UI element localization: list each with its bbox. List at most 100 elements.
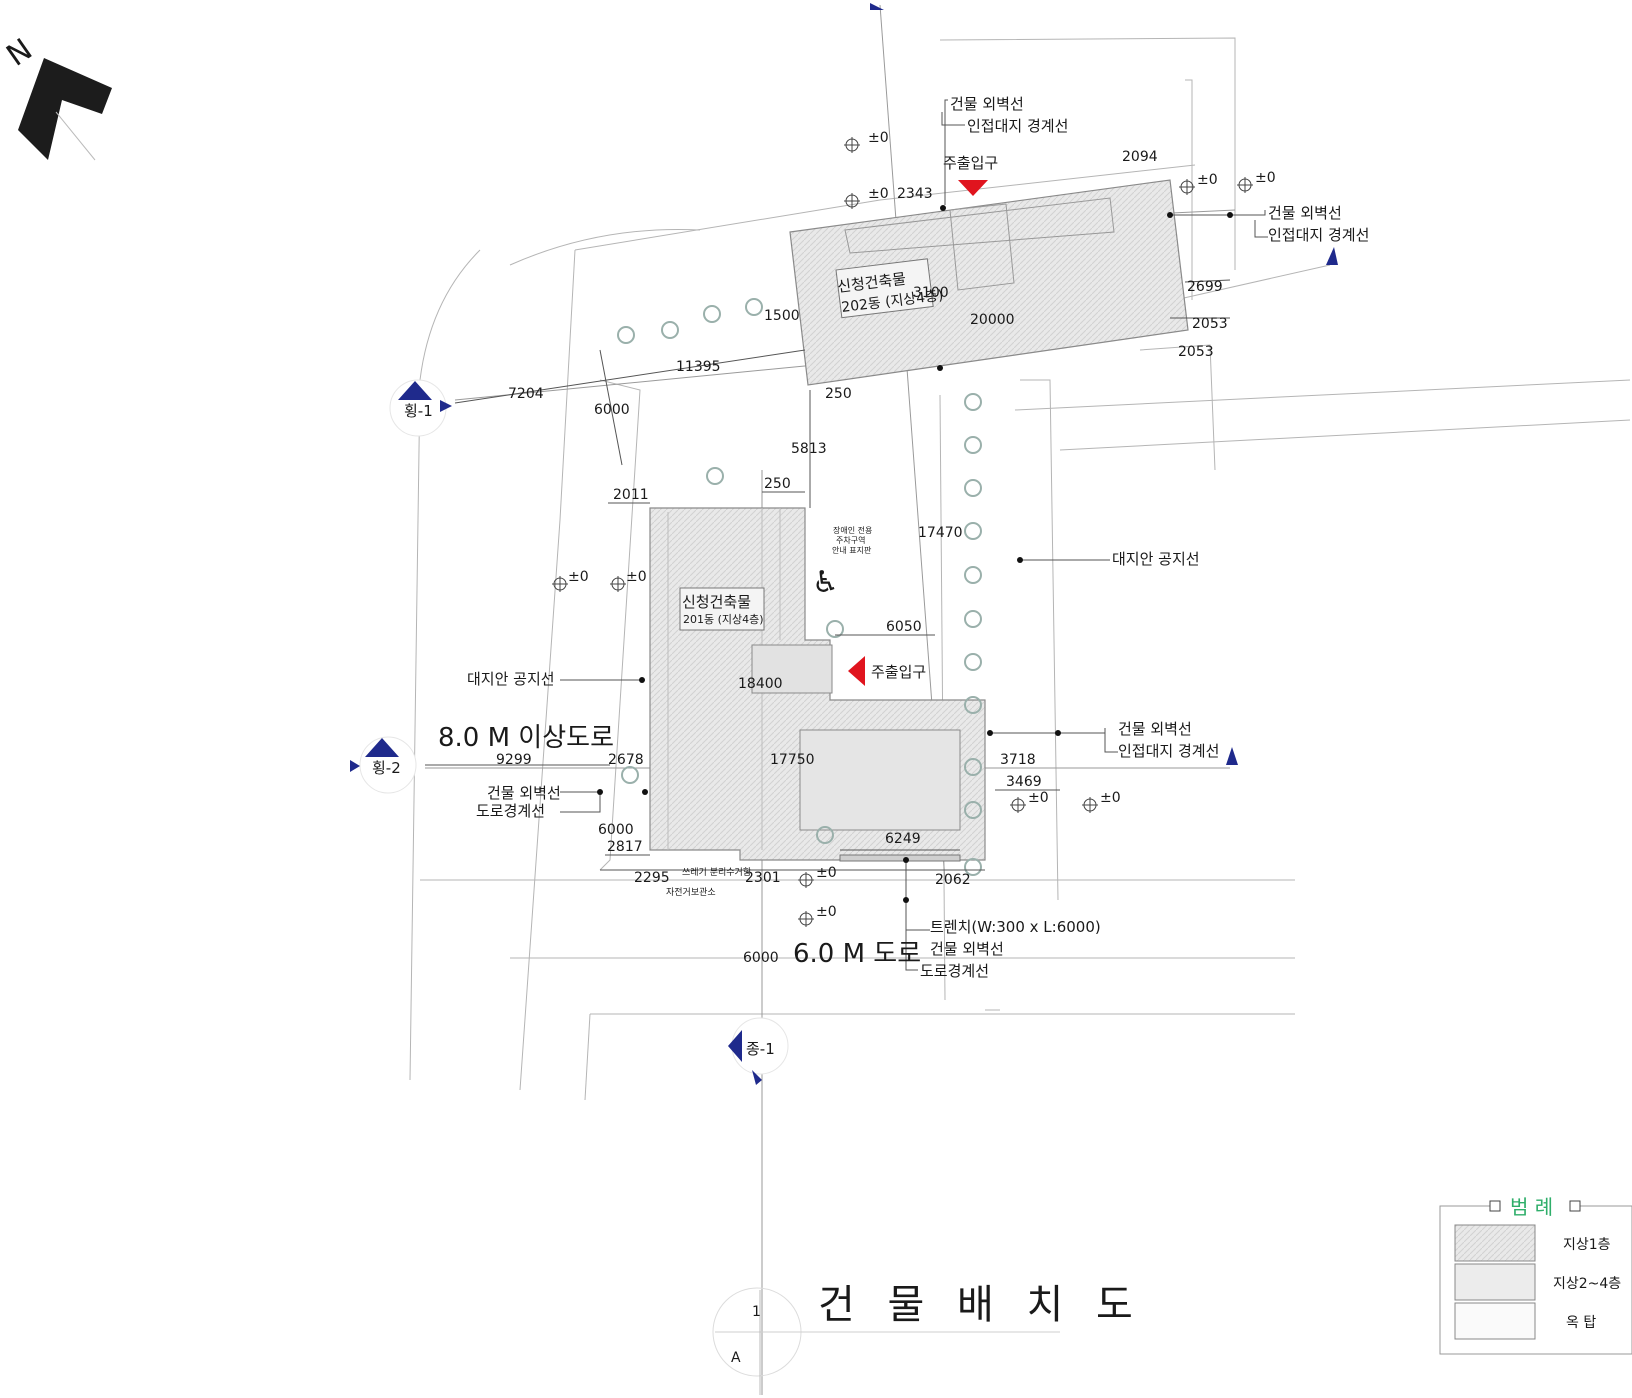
- dim-250a: 250: [825, 386, 852, 402]
- dim-2053a: 2053: [1192, 316, 1228, 332]
- title-ref-number: 1: [752, 1304, 761, 1320]
- dim-9299: 9299: [496, 752, 532, 768]
- title-ref-sheet: A: [731, 1350, 741, 1366]
- level-mark: ±0: [1179, 172, 1218, 195]
- dim-3718: 3718: [1000, 752, 1036, 768]
- dim-6000b: 6000: [598, 822, 634, 838]
- wall-line-ne: 건물 외벽선: [1268, 204, 1342, 222]
- level-mark: ±0: [1082, 790, 1121, 813]
- section-label-v1: 종-1: [746, 1040, 775, 1058]
- dim-5813: 5813: [791, 441, 827, 457]
- dim-2699: 2699: [1187, 279, 1223, 295]
- level-marks: ±0 ±0 ±0 ±0 ±0 ±0 ±0 ±0 ±0 ±0: [552, 130, 1276, 927]
- trench-label: 트렌치(W:300 x L:6000): [930, 918, 1101, 936]
- dim-1500: 1500: [764, 308, 800, 324]
- level-mark: ±0: [610, 569, 647, 592]
- adj-boundary-e: 인접대지 경계선: [1118, 742, 1219, 760]
- accessible-note-2: 주차구역: [836, 535, 865, 545]
- legend-bracket-left-icon: [1489, 1200, 1501, 1212]
- open-space-w: 대지안 공지선: [467, 670, 555, 688]
- svg-text:±0: ±0: [1255, 170, 1276, 186]
- annotations: 건물 외벽선 인접대지 경계선 주출입구 건물 외벽선 인접대지 경계선 대지안…: [467, 95, 1369, 980]
- svg-text:±0: ±0: [868, 186, 889, 202]
- entrance-e-label: 주출입구: [871, 663, 926, 681]
- accessible-note-3: 안내 표지판: [832, 545, 872, 555]
- dim-2301: 2301: [745, 870, 781, 886]
- leader-lines: [560, 99, 1268, 971]
- svg-text:±0: ±0: [568, 569, 589, 585]
- entrance-marker-east: [848, 656, 865, 686]
- dim-3100: 3100: [913, 285, 949, 301]
- level-mark: ±0: [844, 186, 889, 209]
- level-mark: ±0: [552, 569, 589, 592]
- legend-title: 범 례: [1510, 1195, 1553, 1219]
- dim-3469: 3469: [1006, 774, 1042, 790]
- legend: 범 례 지상1층 지상2~4층 옥 탑: [1439, 1195, 1632, 1355]
- dim-6000c: 6000: [743, 950, 779, 966]
- legend-swatch-3: [1454, 1302, 1536, 1340]
- road-label-west: 8.0 M 이상도로: [438, 723, 614, 753]
- building-202: 신청건축물 202동 (지상4층): [789, 179, 1189, 386]
- dim-2062: 2062: [935, 872, 971, 888]
- trench: [839, 854, 961, 862]
- dim-6249: 6249: [885, 831, 921, 847]
- dim-6050: 6050: [886, 619, 922, 635]
- dim-2011: 2011: [613, 487, 649, 503]
- adj-boundary-ne: 인접대지 경계선: [1268, 226, 1369, 244]
- dim-17750: 17750: [770, 752, 815, 768]
- section-marker-v1: 종-1: [728, 1017, 789, 1085]
- accessible-note-1: 장애인 전용: [833, 525, 872, 535]
- dim-250b: 250: [764, 476, 791, 492]
- legend-label-3: 옥 탑: [1566, 1315, 1596, 1331]
- dim-20000: 20000: [970, 312, 1015, 328]
- level-mark: ±0: [798, 904, 837, 927]
- wheelchair-icon: ♿: [812, 565, 839, 600]
- level-mark: ±0: [1010, 790, 1049, 813]
- building-201: 신청건축물 201동 (지상4층): [649, 507, 986, 861]
- trees: [617, 298, 982, 876]
- legend-swatch-1: [1454, 1224, 1536, 1262]
- section-marker-h2: 횡-2: [350, 736, 417, 794]
- road-boundary-w: 도로경계선: [476, 802, 545, 820]
- wall-line-e: 건물 외벽선: [1118, 720, 1192, 738]
- dim-2053b: 2053: [1178, 344, 1214, 360]
- dim-7204: 7204: [508, 386, 544, 402]
- svg-text:±0: ±0: [1100, 790, 1121, 806]
- svg-text:±0: ±0: [626, 569, 647, 585]
- dim-2094: 2094: [1122, 149, 1158, 165]
- svg-text:±0: ±0: [816, 865, 837, 881]
- building-201-name: 신청건축물: [682, 593, 751, 611]
- bike-note: 자전거보관소: [666, 887, 716, 898]
- svg-text:±0: ±0: [868, 130, 889, 146]
- accessible-parking: 장애인 전용 주차구역 안내 표지판 ♿: [812, 525, 872, 600]
- entrance-marker-north: [958, 180, 988, 196]
- road-boundary-s: 도로경계선: [920, 962, 989, 980]
- section-label-h2: 횡-2: [372, 759, 401, 777]
- dim-17470: 17470: [918, 525, 963, 541]
- dim-18400: 18400: [738, 676, 783, 692]
- open-space-e: 대지안 공지선: [1112, 550, 1200, 568]
- legend-label-1: 지상1층: [1563, 1237, 1611, 1253]
- dim-2295: 2295: [634, 870, 670, 886]
- wall-line-w: 건물 외벽선: [487, 784, 561, 802]
- legend-label-2: 지상2~4층: [1553, 1276, 1621, 1292]
- legend-swatch-2: [1454, 1263, 1536, 1301]
- level-mark: ±0: [844, 130, 889, 153]
- building-201-sub: 201동 (지상4층): [683, 613, 764, 626]
- drawing-title: 건 물 배 치 도: [818, 1282, 1143, 1328]
- dimension-texts: 2094 2343 3100 1500 20000 2699 2053 2053…: [496, 149, 1228, 966]
- svg-text:±0: ±0: [1197, 172, 1218, 188]
- dim-2343: 2343: [897, 186, 933, 202]
- north-label: N: [0, 32, 38, 74]
- level-mark: ±0: [1237, 170, 1276, 193]
- north-arrow: N: [0, 32, 112, 161]
- dim-2678: 2678: [608, 752, 644, 768]
- waste-note: 쓰레기 분리수거함: [682, 867, 751, 878]
- dim-11395: 11395: [676, 359, 721, 375]
- dim-6000a: 6000: [594, 402, 630, 418]
- dim-2817: 2817: [607, 839, 643, 855]
- level-mark: ±0: [798, 865, 837, 888]
- section-arrows: [870, 3, 1338, 765]
- entrance-n-label: 주출입구: [943, 154, 998, 172]
